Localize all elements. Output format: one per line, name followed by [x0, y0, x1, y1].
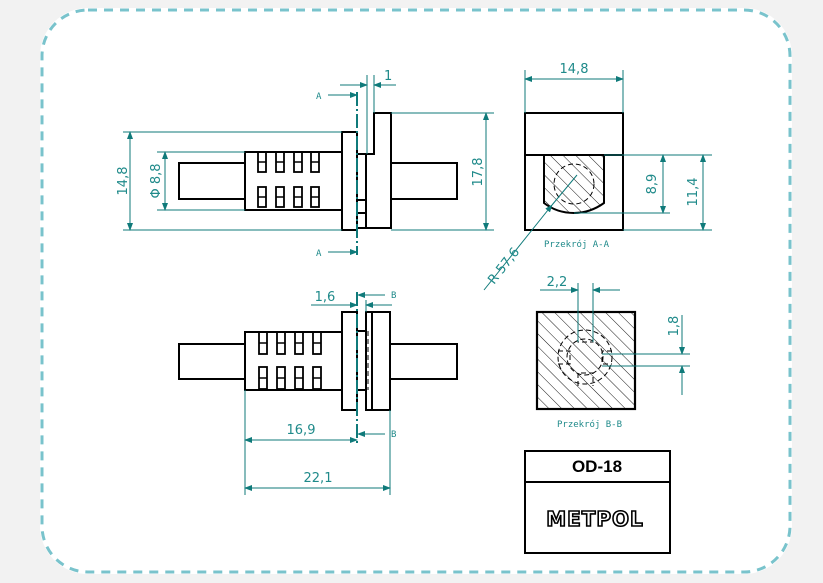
slots-bottom [258, 331, 322, 390]
dim-overall-height: 14,8 [116, 167, 131, 196]
right-pin [390, 162, 458, 200]
dim-section-b-width: 2,2 [547, 275, 568, 290]
title-block: OD-18 METPOL [524, 450, 671, 554]
top-view: A A 1 14,8 Φ 8,8 17,8 [116, 69, 494, 259]
dim-gap: 1 [384, 69, 392, 84]
dim-radius: R 57,6 [485, 245, 523, 287]
section-a-a: 14,8 8,9 11,4 R 57,6 Przekrój A-A [483, 62, 712, 291]
part-number: OD-18 [572, 457, 622, 476]
flange-left [341, 131, 358, 231]
slots-top [257, 151, 320, 208]
right-pin [389, 343, 458, 380]
dim-flange: 1,6 [315, 290, 336, 305]
dim-outer-height: 11,4 [686, 178, 701, 207]
sheet-frame [40, 8, 792, 574]
section-mark-b-bottom: B [391, 430, 396, 440]
section-a-label: Przekrój A-A [544, 239, 610, 250]
neck [357, 153, 367, 229]
dim-length-total: 22,1 [304, 471, 333, 486]
section-b-hatched-block [535, 310, 637, 411]
section-b-label: Przekrój B-B [557, 419, 622, 430]
dim-height-right: 17,8 [471, 158, 486, 187]
section-mark-a-top: A [316, 92, 322, 102]
dim-diameter: Φ 8,8 [149, 163, 164, 198]
company-logo: METPOL [546, 507, 644, 531]
bottom-view: B B 1,6 16,9 22,1 [178, 290, 458, 495]
flange-right [366, 112, 392, 229]
dim-length-a: 16,9 [287, 423, 316, 438]
section-mark-a-bottom: A [316, 249, 322, 259]
section-b-b: 2,2 1,8 Przekrój B-B [535, 275, 690, 430]
dim-section-a-width: 14,8 [560, 62, 589, 77]
left-pin [178, 162, 246, 200]
flange-left [341, 311, 358, 411]
flange-right [365, 311, 391, 411]
dim-section-b-height: 1,8 [667, 316, 682, 337]
dim-inner-height: 8,9 [645, 174, 660, 195]
section-mark-b-top: B [391, 291, 396, 301]
section-a-block [524, 112, 624, 231]
left-pin [178, 343, 246, 380]
